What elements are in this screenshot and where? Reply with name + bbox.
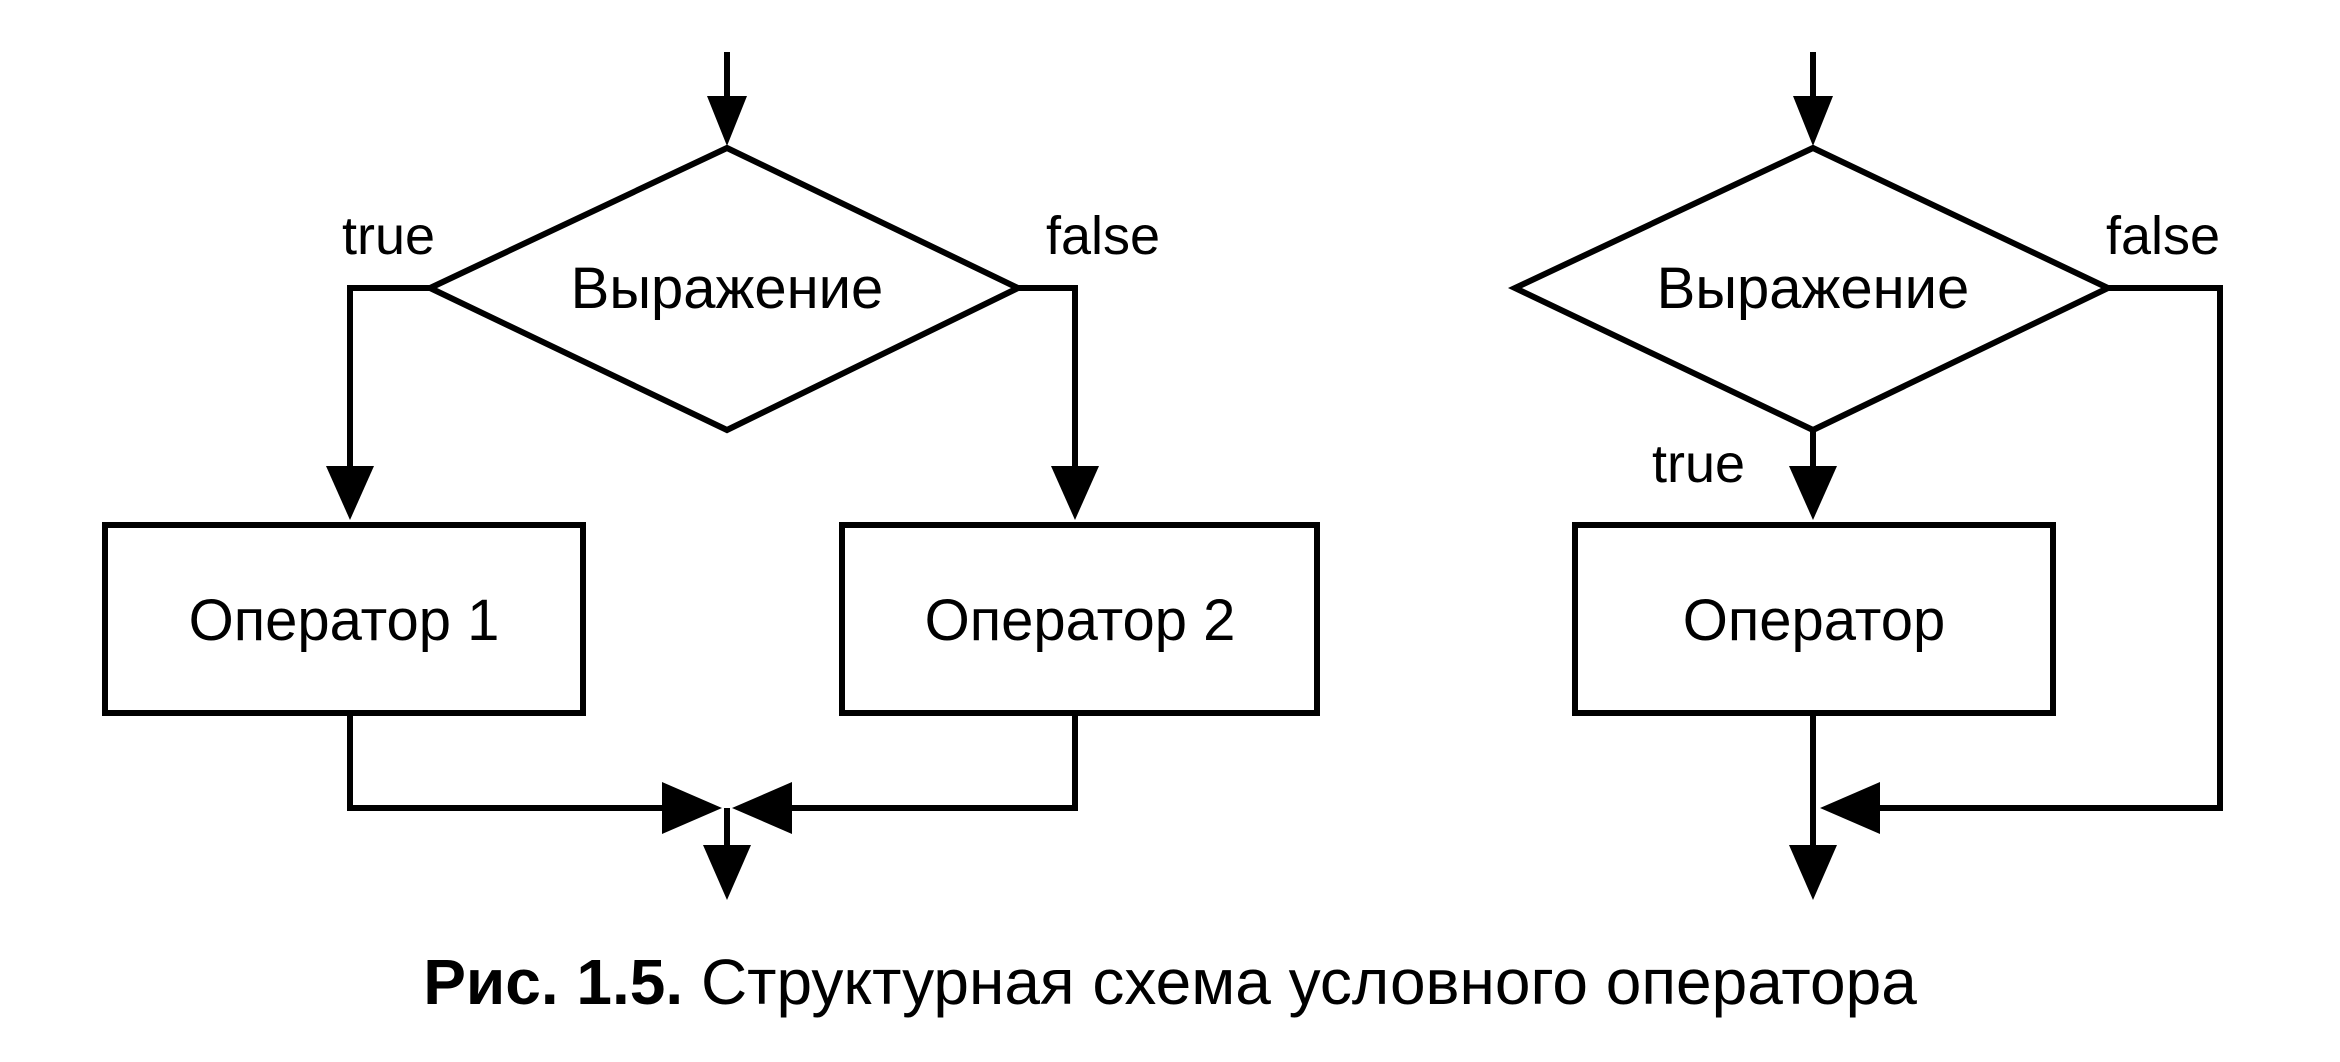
false-branch-label-left: false — [1046, 206, 1160, 266]
true-arrowhead-right — [1789, 466, 1837, 520]
false-connector-left — [1018, 285, 1078, 478]
false-connector-right — [1875, 285, 2223, 811]
exit-arrowhead-left — [703, 845, 751, 900]
false-arrowhead-right — [1820, 782, 1880, 834]
decision-diamond-left — [423, 144, 1025, 434]
merge-arrowhead-left-a — [662, 782, 722, 834]
diagram-if-else: Выражение true false Оператор 1 Оператор… — [102, 52, 1320, 900]
operator-1-label: Оператор 1 — [189, 588, 500, 653]
operator-box — [1572, 522, 2056, 716]
true-arrowhead-left — [326, 466, 374, 520]
entry-arrowhead-right — [1793, 96, 1833, 146]
false-arrowhead-left — [1051, 466, 1099, 520]
caption-number: Рис. 1.5. — [423, 946, 684, 1018]
merge-arrowhead-left-b — [732, 782, 792, 834]
true-connector-left — [347, 285, 430, 478]
merge-connector-left-a — [347, 713, 670, 811]
operator-label: Оператор — [1683, 588, 1945, 653]
caption-text: Структурная схема условного оператора — [700, 946, 1917, 1018]
true-branch-label-right: true — [1652, 434, 1745, 494]
false-branch-label-right: false — [2106, 206, 2220, 266]
figure-caption: Рис. 1.5. Структурная схема условного оп… — [0, 945, 2340, 1019]
operator-1-box — [102, 522, 586, 716]
decision-label-right: Выражение — [1657, 256, 1970, 321]
entry-arrowhead-left — [707, 96, 747, 146]
decision-label-left: Выражение — [571, 256, 884, 321]
operator-2-box — [839, 522, 1320, 716]
merge-connector-left-b — [785, 713, 1078, 811]
diagram-if: Выражение false true Оператор — [1507, 52, 2223, 900]
true-branch-label-left: true — [342, 206, 435, 266]
operator-2-label: Оператор 2 — [925, 588, 1236, 653]
exit-arrowhead-right — [1789, 845, 1837, 900]
